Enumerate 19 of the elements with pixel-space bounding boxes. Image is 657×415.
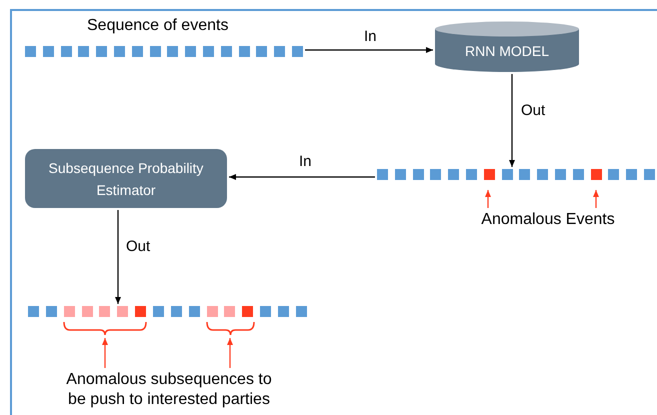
arrow: [305, 47, 433, 53]
leader-line: [485, 190, 491, 208]
model-label: RNN MODEL: [464, 42, 549, 61]
event-sequence: [377, 169, 655, 180]
sequence-caption: Sequence of events: [87, 16, 228, 36]
bracket: [63, 322, 147, 336]
arrow: [115, 210, 121, 304]
leader-line: [593, 190, 599, 208]
arrow: [229, 174, 375, 180]
process-box: Subsequence Probability Estimator: [25, 149, 227, 208]
bracket: [206, 322, 255, 336]
arrow: [509, 74, 515, 167]
event-sequence: [28, 306, 307, 317]
annotation-text: Anomalous subsequences to be push to interested parties: [63, 370, 275, 412]
event-sequence: [25, 46, 303, 57]
arrow: [227, 338, 233, 368]
arrow: [102, 338, 108, 368]
annotation-text: Anomalous Events: [472, 210, 624, 230]
model-cylinder: [435, 21, 579, 72]
